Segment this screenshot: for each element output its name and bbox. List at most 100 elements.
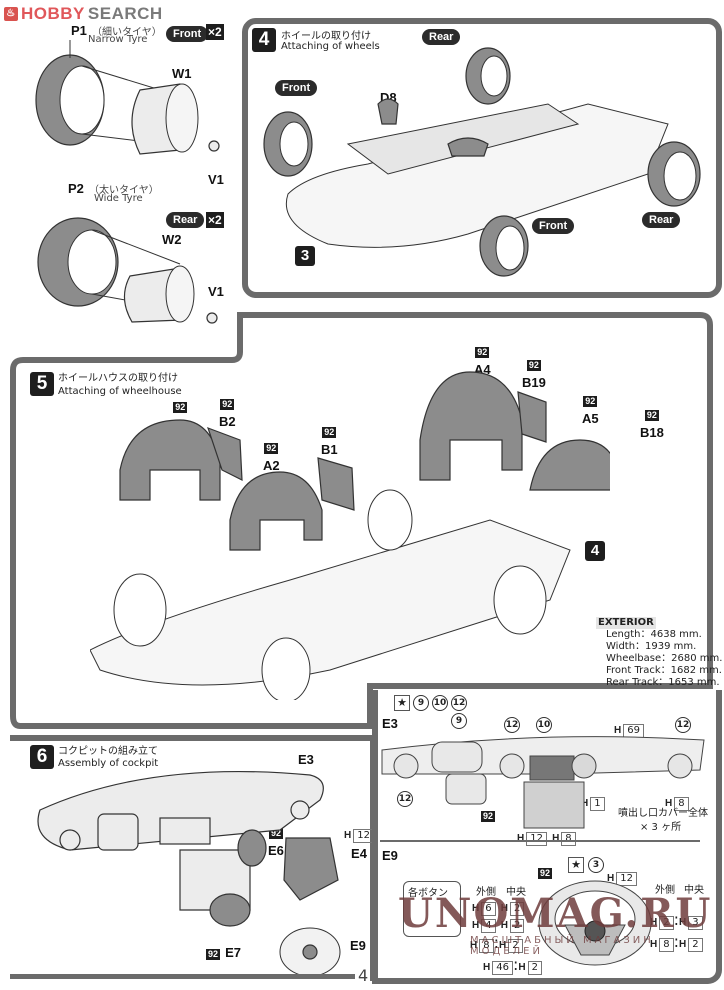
h-color-12: 12 [616,872,637,886]
part-a5-label: 92 A5 [582,389,599,427]
h-label: H [500,903,508,914]
quantity-x2-rear: ×2 [206,212,224,228]
callout-10: 10 [536,717,552,733]
part-b19: B19 [522,375,546,390]
detail-e9-title: E9 [382,848,398,863]
part-a2: A2 [263,458,280,473]
flame-icon: ♨ [4,7,18,21]
part-b1: B1 [321,442,338,457]
step6-cockpit-illustration [37,770,341,977]
p1-en: Narrow Tyre [88,34,148,45]
callout-12-a: 12 [504,717,520,733]
h-label: H [499,940,507,951]
decal-list: ★ 9 10 12 [394,695,467,711]
decal-3: 3 [588,857,604,873]
left-outer-label: 外側 [476,887,496,898]
part-b2: B2 [219,414,236,429]
exterior-specs: EXTERIOR Length：4638 mm. Width：1939 mm. … [596,617,722,689]
exterior-heading: EXTERIOR [596,617,656,629]
part-b18: B18 [640,425,664,440]
buttons-label: 各ボタン [408,888,448,899]
part-e3: E3 [298,752,314,767]
h-center: 2 [527,961,542,975]
h-outer: 2 [659,916,674,930]
e3-dashboard-detail [381,736,705,829]
watermark-main: UNOMAG.RU [398,890,713,937]
part-v1-top: V1 [208,172,224,187]
paint-code-badge: 92 [173,402,188,413]
part-e7: E7 [225,945,242,960]
part-p2: P2 [68,181,84,196]
wheelhouse-a5 [529,439,610,491]
h-label: H [470,940,478,951]
h-center: 2 [508,939,523,953]
logo-search: SEARCH [87,4,163,23]
h-center: 2 [688,938,703,952]
callout-12-b: 12 [675,717,691,733]
p1-jp: （細いタイヤ） [92,27,162,38]
step4-front-badge: Front [275,80,318,96]
button-detail-box: 各ボタン [403,881,461,937]
panel-b19 [517,391,547,443]
front-badge: Front [166,26,209,42]
h-label: H [483,962,491,973]
spec-rear-track: Rear Track：1653 mm. [606,677,720,688]
h-label: H [679,939,687,950]
ref-step3-badge: 3 [295,246,315,266]
h-center: 2 [509,902,525,916]
spec-width: Width：1939 mm. [606,641,697,652]
paint-code-badge: 92 [206,949,221,960]
tyre-p2-label: P2 （太いタイヤ） [68,178,159,197]
logo-hobby: HOBBY [21,4,85,23]
step4-chassis-illustration [263,47,701,277]
part-b2-label: 92 B2 [219,392,236,430]
tyre-p1-label: P1 （細いタイヤ） [71,20,162,39]
step5-title-jp: ホイールハウスの取り付け [58,373,178,384]
step5-wheelhouse-illustration [90,371,610,700]
part-e6-label: 92 E6 [268,821,284,859]
step4-title-en: Attaching of wheels [281,41,380,52]
tyre-p1-drawing [35,40,220,155]
step4-title-jp: ホイールの取り付け [281,31,371,42]
callout-9: 9 [451,713,467,729]
wheelhouse-a4 [419,371,523,481]
part-b18-label: 92 B18 [640,403,664,441]
h-label: H [472,903,480,914]
detail-panel [372,690,722,984]
site-logo: ♨ HOBBY SEARCH [4,4,163,24]
h-color-8b: 8 [561,832,576,846]
part-v1-bottom: V1 [208,284,224,299]
decal-9: 9 [413,695,429,711]
h-label: H [650,939,658,950]
h-outer: 8 [659,938,674,952]
h-outer: 4 [481,919,496,933]
panel-b2 [207,426,243,481]
part-e6-shape [237,829,267,867]
part-e7-shape [209,893,251,927]
part-e4: E4 [351,846,367,861]
part-p1: P1 [71,23,87,38]
bottom-rule-left [10,974,355,979]
tyre-illustration [35,40,220,324]
paint-code-badge: 92 [644,410,659,421]
paint-code-92: 92 [481,811,496,822]
paint-code-badge: 92 [220,399,235,410]
watermark-sub: МАСШТАБНЫЙ МАГАЗИН МОДЕЛЕЙ [470,935,654,957]
h-label: H [679,917,687,928]
part-e7-label: 92 E7 [206,942,241,961]
panel-b1 [317,457,355,511]
h-label: H [344,830,352,841]
h-color-1: 1 [590,797,605,811]
h-outer: 6 [481,902,496,916]
right-outer-label: 外側 [655,885,675,896]
paint-code-badge: 92 [526,360,541,371]
part-a5: A5 [582,411,599,426]
h-label: H [552,833,560,844]
